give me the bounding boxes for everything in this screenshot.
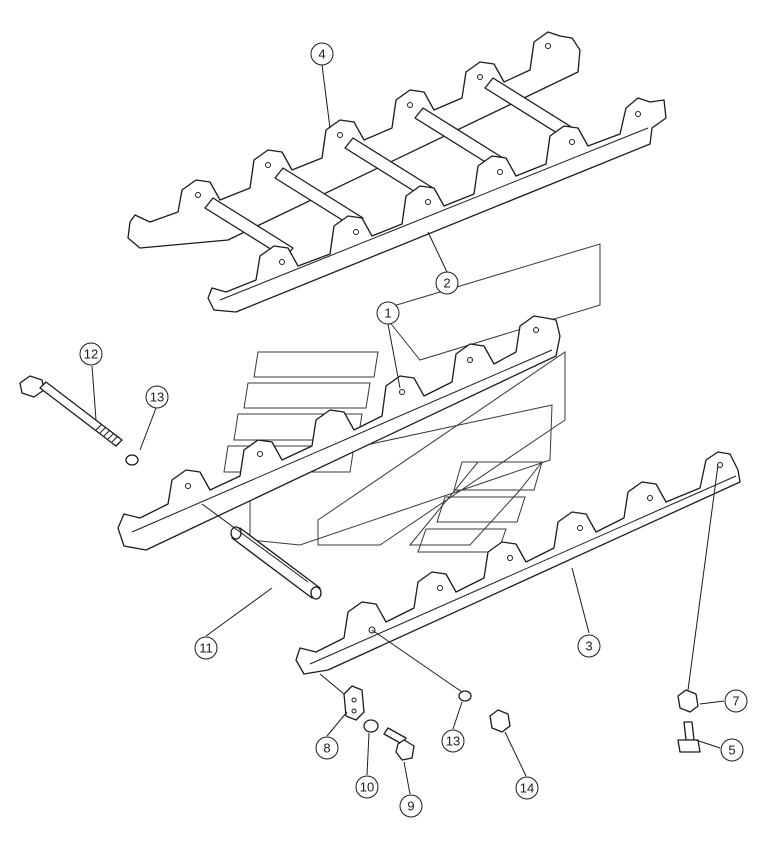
leader-lines <box>91 64 725 795</box>
part-8-clamp <box>343 685 365 721</box>
callout-8: 8 <box>315 736 339 760</box>
callout-7: 7 <box>724 689 748 713</box>
callout-4: 4 <box>310 42 334 66</box>
part-1-middle-rail <box>117 315 561 551</box>
part-13-washer-upper <box>125 454 139 466</box>
callout-3-label: 3 <box>585 639 592 654</box>
callout-5-label: 5 <box>728 743 735 758</box>
callout-8-label: 8 <box>323 741 330 756</box>
rods <box>204 77 574 259</box>
callout-13-upper-label: 13 <box>150 390 164 405</box>
callout-12-label: 12 <box>84 347 98 362</box>
callout-3: 3 <box>577 634 601 658</box>
callout-13-lower-label: 13 <box>446 734 460 749</box>
part-2-lower-rail <box>207 97 667 313</box>
callout-10-label: 10 <box>360 780 374 795</box>
part-10-washer <box>363 719 379 733</box>
callout-13-lower: 13 <box>441 729 465 753</box>
callout-9-label: 9 <box>407 799 414 814</box>
callout-2-label: 2 <box>443 276 450 291</box>
callout-11: 11 <box>194 636 218 660</box>
part-3-right-rail <box>295 451 741 675</box>
part-9-bolt <box>383 727 415 761</box>
part-11-spacer-tube <box>230 526 322 600</box>
part-13-washer-lower <box>458 690 472 702</box>
callout-10: 10 <box>355 775 379 799</box>
callout-1: 1 <box>376 301 400 325</box>
callout-2: 2 <box>435 271 459 295</box>
callout-4-label: 4 <box>318 47 325 62</box>
callout-1-label: 1 <box>384 306 391 321</box>
callout-14-label: 14 <box>520 781 534 796</box>
callout-13-upper: 13 <box>145 385 169 409</box>
watermark-logo <box>223 243 601 553</box>
callout-5: 5 <box>720 738 744 762</box>
callout-7-label: 7 <box>732 694 739 709</box>
part-5-bolt <box>677 721 701 753</box>
part-14-nut <box>489 709 511 733</box>
part-7-nut <box>677 689 699 713</box>
callout-12: 12 <box>79 342 103 366</box>
callout-14: 14 <box>515 776 539 800</box>
callout-11-label: 11 <box>199 641 213 656</box>
part-12-long-bolt <box>19 375 123 447</box>
callout-9: 9 <box>399 794 423 818</box>
